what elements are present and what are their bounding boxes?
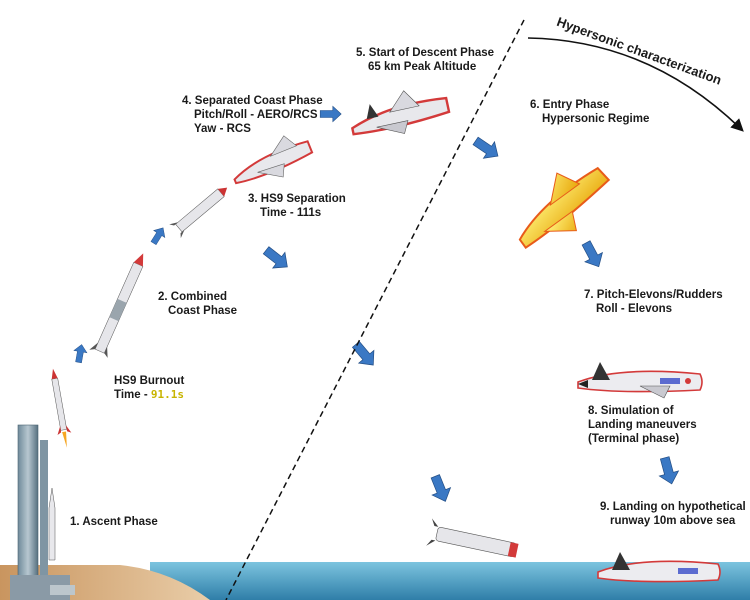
step-8-line-2: Landing maneuvers [588,419,697,431]
step-2-label: 2. Combined Coast Phase [158,290,237,318]
step-3-line-2: Time - 111s [260,207,322,219]
step-5-line-1: 5. Start of Descent Phase [356,47,495,59]
step-8-line-1: 8. Simulation of [588,405,674,417]
burnout-time: Time - 91.1s [114,388,184,402]
step-1-label: 1. Ascent Phase [70,515,158,529]
arrow-coast-to-descent [319,106,342,122]
step-6-label: 6. Entry Phase Hypersonic Regime [530,98,649,126]
spaceplane-descent-start [350,90,451,136]
spaceplane-landed [597,552,721,583]
step-5-line-2: 65 km Peak Altitude [368,61,477,73]
step-6-line-2: Hypersonic Regime [542,113,650,125]
step-8-label: 8. Simulation of Landing maneuvers (Term… [588,404,697,446]
step-9-label: 9. Landing on hypothetical runway 10m ab… [600,500,746,528]
arrow-separation-drop-2 [347,337,382,372]
arrow-descent-to-entry [469,132,504,165]
hs9-separation-vehicle [169,187,228,239]
arrow-separation-drop-3 [425,472,455,506]
step-3-label: 3. HS9 Separation Time - 111s [248,192,346,220]
hs9-burnout-label: HS9 Burnout Time - 91.1s [114,374,184,402]
step-4-line-2: Pitch/Roll - AERO/RCS [194,109,318,121]
step-9-line-1: 9. Landing on hypothetical [600,501,746,513]
arrow-ascent-2 [147,224,169,247]
step-7-label: 7. Pitch-Elevons/Rudders Roll - Elevons [584,288,723,316]
spaceplane-entry-heated [518,166,611,250]
arrow-entry-to-control [576,237,608,272]
spaceplane-coast [233,135,314,185]
step-4-label: 4. Separated Coast Phase Pitch/Roll - AE… [182,94,323,136]
burnout-title: HS9 Burnout [114,375,185,387]
step-3-line-1: 3. HS9 Separation [248,193,346,205]
step-4-line-1: 4. Separated Coast Phase [182,95,323,107]
arrow-separation-drop-1 [259,242,294,276]
step-4-line-3: Yaw - RCS [194,123,251,135]
booster-in-sea [426,518,519,558]
burnout-time-value: 91.1s [150,388,184,401]
burnout-time-prefix: Time - [114,389,151,401]
step-2-line-2: Coast Phase [168,305,238,317]
arrow-control-to-landing [654,454,682,487]
hypersonic-boundary-line [225,19,525,600]
spaceplane-landing-sim [577,362,703,399]
step-8-line-3: (Terminal phase) [588,433,680,445]
step-7-line-1: 7. Pitch-Elevons/Rudders [584,289,723,301]
step-5-label: 5. Start of Descent Phase 65 km Peak Alt… [356,46,494,74]
step-1-text: 1. Ascent Phase [70,516,158,528]
step-9-line-2: runway 10m above sea [610,515,736,527]
ascent-rocket-1 [51,368,72,448]
step-7-line-2: Roll - Elevons [596,303,673,315]
ascent-rocket-2 [89,253,144,358]
step-2-line-1: 2. Combined [158,291,228,303]
step-6-line-1: 6. Entry Phase [530,99,610,111]
arrow-ascent-1 [71,343,89,364]
hypersonic-curve-arrow [527,37,744,132]
launch-pad [10,424,75,600]
